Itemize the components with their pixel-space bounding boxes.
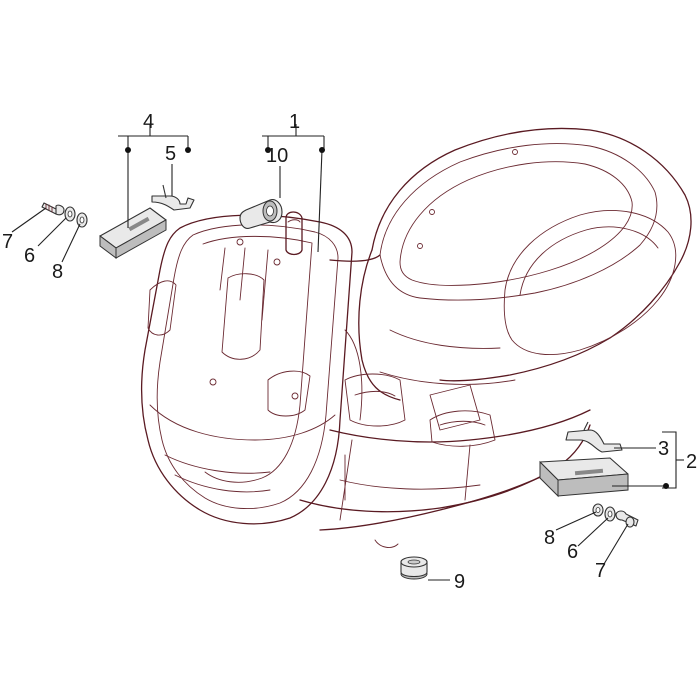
callout-dot bbox=[663, 483, 669, 489]
callout-6-left: 6 bbox=[24, 245, 35, 267]
callout-dot bbox=[125, 147, 131, 153]
callout-8-right: 8 bbox=[544, 527, 555, 549]
part-8-nut-right bbox=[592, 503, 604, 517]
leader-lines bbox=[11, 124, 684, 581]
part-10-bushing bbox=[239, 199, 283, 229]
callout-4: 4 bbox=[143, 111, 154, 133]
callout-7-right: 7 bbox=[595, 560, 606, 582]
callout-2: 2 bbox=[686, 451, 697, 473]
part-9-grommet bbox=[400, 556, 428, 580]
callout-7-left: 7 bbox=[2, 231, 13, 253]
callout-8-left: 8 bbox=[52, 261, 63, 283]
part-4-floor-pad bbox=[99, 207, 167, 259]
part-6-washer-right bbox=[604, 506, 616, 522]
callout-3: 3 bbox=[658, 438, 669, 460]
part-6-washer-left bbox=[64, 206, 76, 222]
part-5-bracket-clip bbox=[151, 184, 195, 211]
callout-1: 1 bbox=[289, 111, 300, 133]
part-7-bolt-left bbox=[41, 202, 65, 216]
callout-5: 5 bbox=[165, 143, 176, 165]
callout-dot bbox=[185, 147, 191, 153]
callout-dot bbox=[265, 147, 271, 153]
part-2-floor-pad bbox=[539, 457, 629, 498]
callout-9: 9 bbox=[454, 571, 465, 593]
part-3-bracket-clip bbox=[565, 421, 623, 453]
part-8-nut-left bbox=[76, 212, 88, 228]
callout-10: 10 bbox=[266, 145, 288, 167]
scooter-frame-body bbox=[140, 127, 692, 548]
callout-dot bbox=[319, 147, 325, 153]
callout-6-right: 6 bbox=[567, 541, 578, 563]
